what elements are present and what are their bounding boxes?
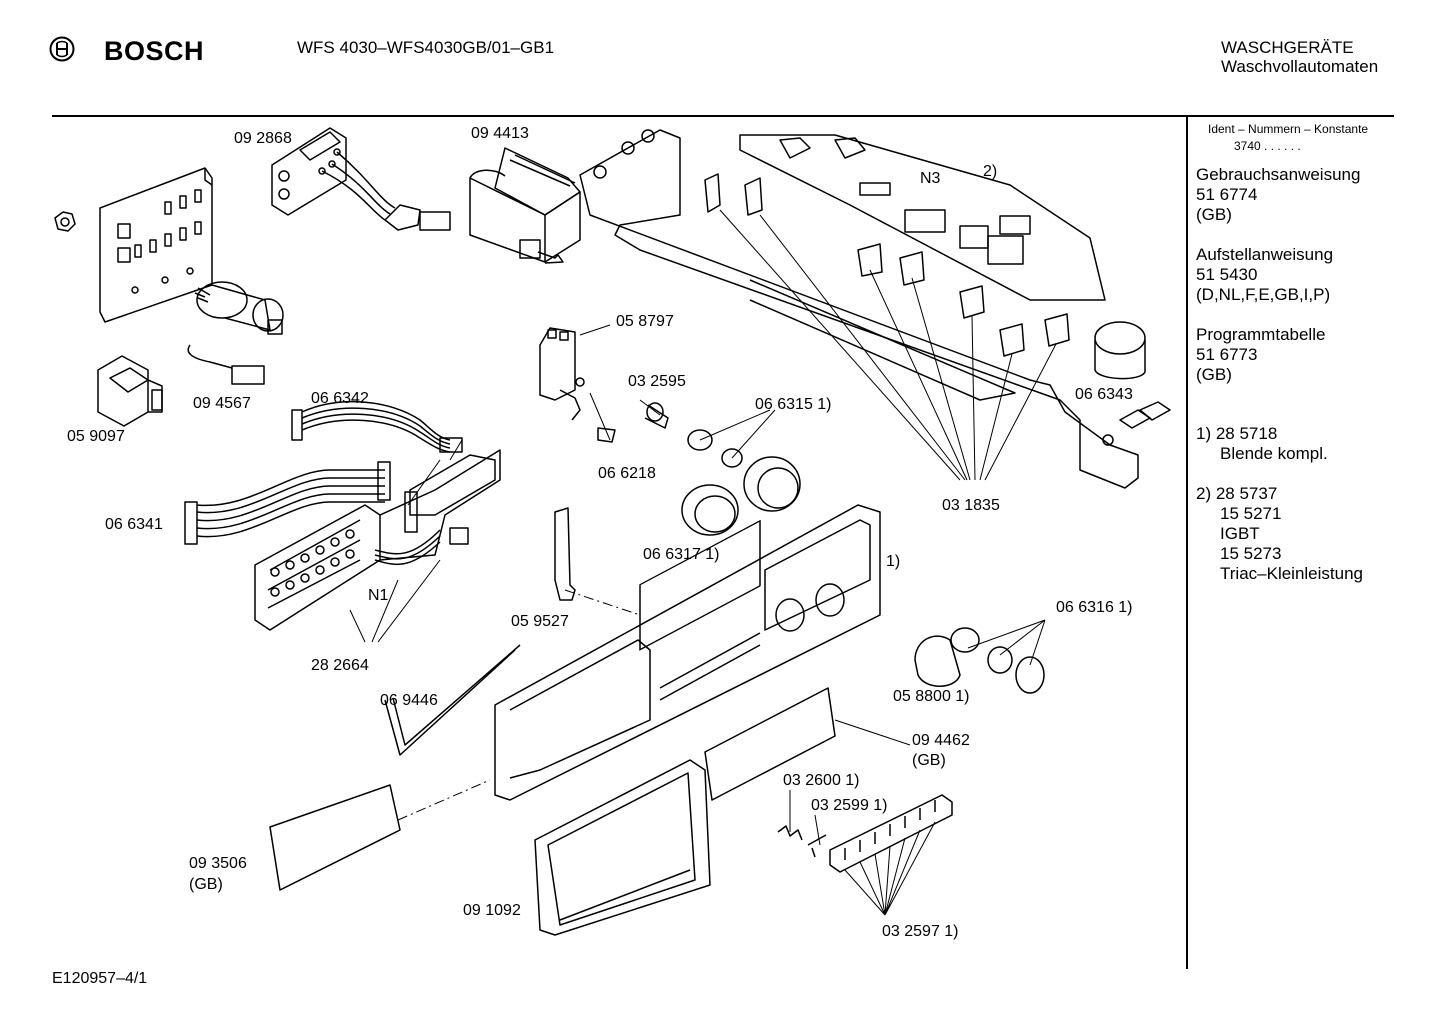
- part-label: N3: [920, 170, 941, 187]
- part-label: 06 6316 1): [1056, 599, 1133, 616]
- part-label: 06 6342: [311, 390, 369, 407]
- part-label: (GB): [912, 752, 946, 769]
- part-label: 05 9527: [511, 613, 569, 630]
- doc-lang: (GB): [1196, 205, 1232, 224]
- doc-lang: (D,NL,F,E,GB,I,P): [1196, 285, 1331, 304]
- part-label: 05 9097: [67, 428, 125, 445]
- switch-part: [539, 327, 585, 421]
- note-2-line: 15 5271: [1220, 504, 1282, 523]
- header-divider: [52, 115, 1394, 117]
- part-label: 06 9446: [380, 692, 438, 709]
- part-label: 06 6343: [1075, 386, 1133, 403]
- part-label: 06 6315 1): [755, 396, 832, 413]
- power-board-part: [739, 134, 1106, 301]
- hex-nut-part: [54, 211, 76, 232]
- part-label: 09 1092: [463, 902, 521, 919]
- doc-number: 51 6774: [1196, 185, 1258, 204]
- part-label: 03 2600 1): [783, 772, 860, 789]
- doc-number: 51 6773: [1196, 345, 1258, 364]
- relay-part: [271, 127, 451, 231]
- doc-title: Programmtabelle: [1196, 325, 1326, 344]
- part-label: 03 2599 1): [811, 797, 888, 814]
- ident-value: 3740 . . . . . .: [1234, 139, 1301, 153]
- note-2-line: Triac–Kleinleistung: [1220, 564, 1363, 583]
- part-label: 2): [983, 163, 998, 180]
- timer-motor-part: [469, 147, 581, 264]
- ribbon-cable-part: [184, 461, 391, 545]
- note-2-line: 2) 28 5737: [1196, 484, 1278, 503]
- knob-part: [914, 627, 1045, 694]
- part-label: 06 6341: [105, 516, 163, 533]
- retaining-clip-part: [704, 173, 1070, 357]
- category-title: WASCHGERÄTE: [1221, 38, 1354, 57]
- doc-number: 51 5430: [1196, 265, 1258, 284]
- part-label: 05 8800 1): [893, 688, 970, 705]
- note-1-description: Blende kompl.: [1220, 444, 1328, 463]
- note-1-number: 1) 28 5718: [1196, 424, 1278, 443]
- indicator-part: [597, 402, 669, 443]
- part-label: 28 2664: [311, 657, 369, 674]
- doc-lang: (GB): [1196, 365, 1232, 384]
- transformer-part: [97, 355, 163, 427]
- capacitor-part: [187, 281, 284, 385]
- drawer-front-part: [534, 759, 711, 936]
- note-2-line: IGBT: [1220, 524, 1260, 543]
- model-code: WFS 4030–WFS4030GB/01–GB1: [297, 38, 555, 57]
- brand-name: BOSCH: [104, 36, 205, 66]
- part-label: 09 4413: [471, 125, 529, 142]
- part-label: 03 2595: [628, 373, 686, 390]
- connecting-rod-part: [384, 644, 521, 756]
- part-label: 09 4462: [912, 732, 970, 749]
- doc-title: Gebrauchsanweisung: [1196, 165, 1361, 184]
- fascia-panel-part: [494, 504, 881, 801]
- part-label: 09 4567: [193, 395, 251, 412]
- bosch-logo-icon: [49, 36, 75, 62]
- mounting-bracket-part: [99, 167, 213, 323]
- lever-part: [554, 507, 576, 601]
- control-board-part: [254, 449, 501, 631]
- spring-part: [777, 825, 827, 858]
- part-label: (GB): [189, 876, 223, 893]
- part-label: N1: [368, 587, 389, 604]
- button-strip-part: [829, 794, 953, 873]
- panel-frame-part: [579, 129, 1139, 489]
- cap-part: [1094, 321, 1171, 429]
- knob-ring-part: [681, 429, 801, 536]
- part-label: 03 1835: [942, 497, 1000, 514]
- ident-title: Ident – Nummern – Konstante: [1208, 122, 1369, 136]
- part-label: 09 3506: [189, 855, 247, 872]
- exploded-parts-diagram: [54, 127, 1171, 936]
- drawing-reference: E120957–4/1: [52, 970, 148, 987]
- part-label: 06 6218: [598, 465, 656, 482]
- doc-title: Aufstellanweisung: [1196, 245, 1334, 264]
- ribbon-cable-part: [291, 400, 463, 453]
- part-label: 05 8797: [616, 313, 674, 330]
- category-subtitle: Waschvollautomaten: [1221, 57, 1379, 76]
- part-label: 1): [886, 553, 901, 570]
- part-label: 06 6317 1): [643, 546, 720, 563]
- label-plate-part: [269, 687, 836, 891]
- sidebar-divider: [1186, 116, 1188, 969]
- note-2-line: 15 5273: [1220, 544, 1282, 563]
- part-label: 09 2868: [234, 130, 292, 147]
- part-label: 03 2597 1): [882, 923, 959, 940]
